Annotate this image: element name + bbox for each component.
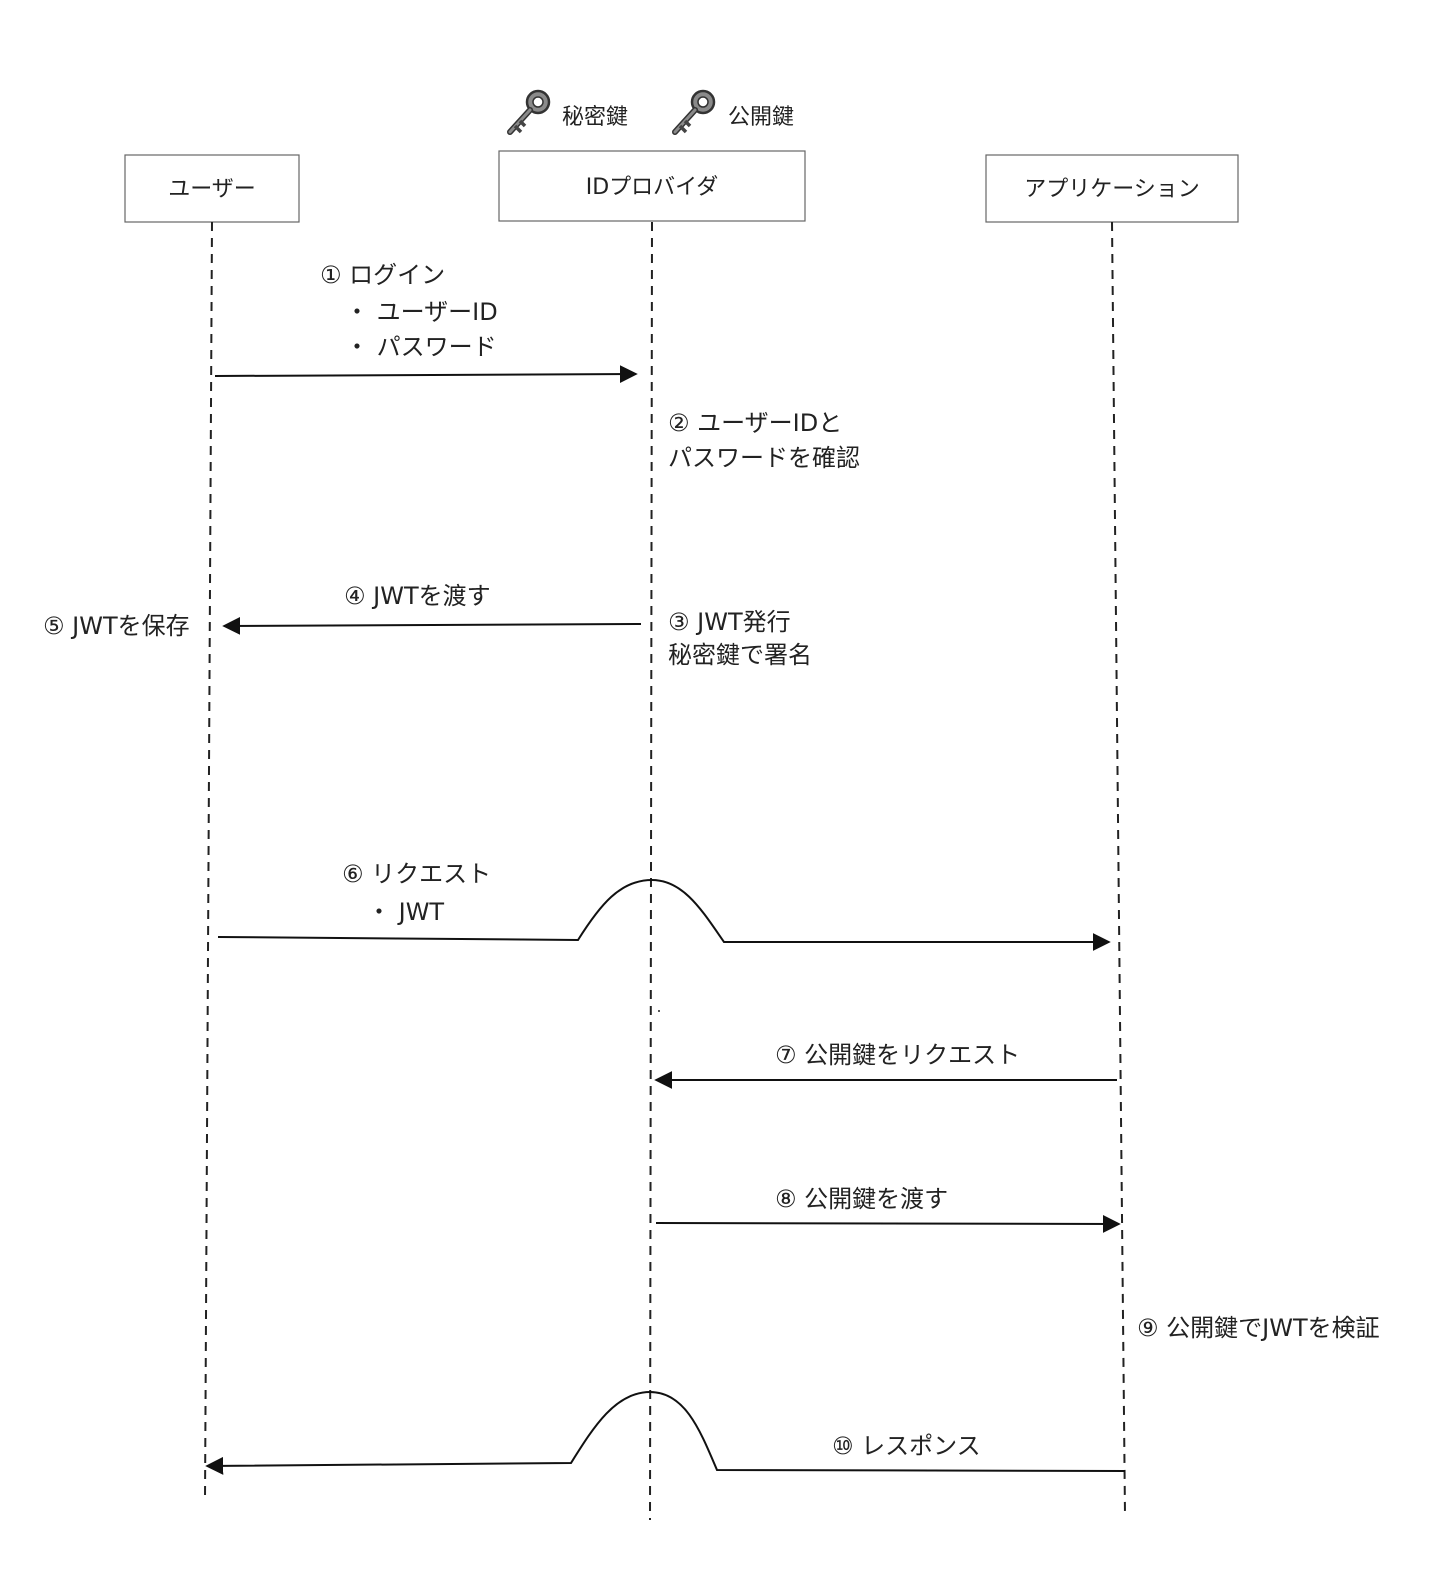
actor-box-app [985,154,1239,223]
stray-dot [658,1010,660,1012]
arrow-request [217,878,1111,951]
arrow-response [205,1390,1126,1475]
lifeline-user [204,221,213,1501]
private-key-label: 秘密鍵 [562,105,628,130]
note-3-line2: 秘密鍵で署名 [668,641,812,669]
private-key-icon [510,91,549,132]
note-3-line1: ③ JWT発行 [668,608,791,636]
message-1-item-password: ・ パスワード [345,333,497,361]
actor-box-idp [498,150,806,222]
public-key-icon [675,91,714,132]
note-2-line2: パスワードを確認 [668,444,860,472]
message-10-label: ⑩ レスポンス [832,1432,981,1460]
message-7-label: ⑦ 公開鍵をリクエスト [775,1041,1020,1069]
arrow-pass-jwt [222,616,642,635]
arrow-login [214,365,638,384]
message-6-item-jwt: ・ JWT [367,898,444,926]
message-1-item-userid: ・ ユーザーID [345,298,498,326]
note-5-label: ⑤ JWTを保存 [43,612,190,640]
message-6-title: ⑥ リクエスト [342,860,491,888]
message-4-label: ④ JWTを渡す [344,582,491,610]
actor-box-user [124,154,300,223]
note-2-line1: ② ユーザーIDと [668,409,842,437]
actor-label-user: ユーザー [168,177,256,202]
lifeline-app [1111,221,1126,1516]
actor-label-app: アプリケーション [1024,177,1200,202]
actor-label-idp: IDプロバイダ [586,175,719,200]
arrow-pass-public-key [655,1214,1121,1233]
note-9-label: ⑨ 公開鍵でJWTを検証 [1137,1314,1380,1342]
message-8-label: ⑧ 公開鍵を渡す [775,1185,948,1213]
lifeline-idp [649,221,653,1521]
message-1-title: ① ログイン [320,261,445,289]
public-key-label: 公開鍵 [728,105,794,130]
